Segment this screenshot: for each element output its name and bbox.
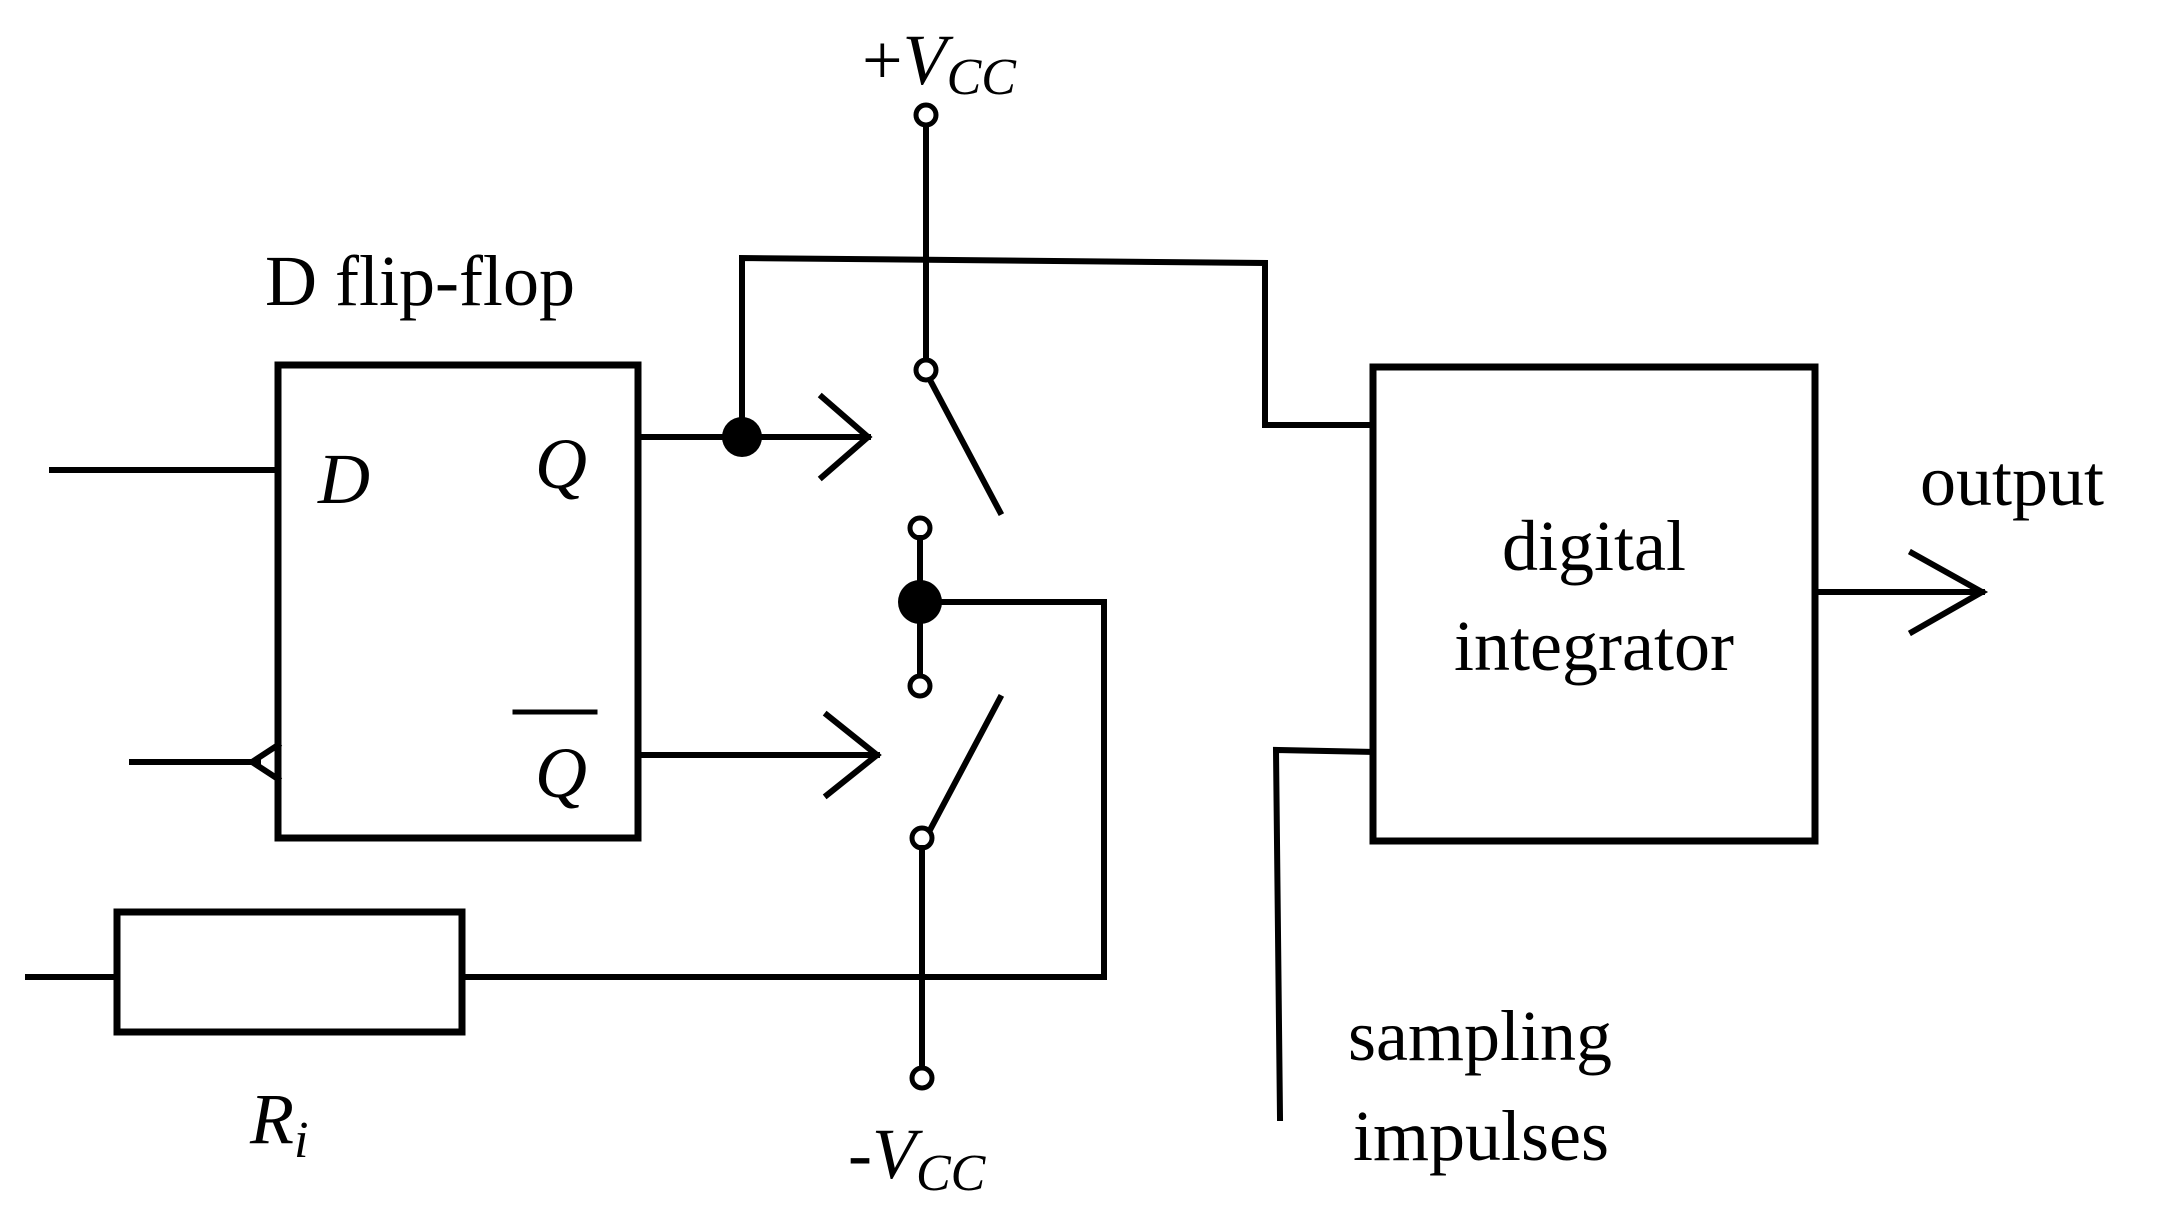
feedback-to-resistor-wire [462, 599, 1107, 980]
digital-integrator-block [1369, 363, 1819, 845]
upper-switch-blade [925, 375, 1005, 517]
resistor-ri [113, 908, 466, 1036]
clock-triangle-marker [246, 740, 283, 784]
output-label: output [1920, 441, 2104, 521]
sampling-input-wire [1272, 746, 1377, 1122]
d-input-label: D [317, 439, 370, 519]
resistor-label: Ri [249, 1079, 308, 1169]
integrator-label-line2: integrator [1454, 606, 1734, 686]
vcc-minus-terminal [909, 1065, 935, 1091]
flipflop-title: D flip-flop [265, 241, 575, 321]
vcc-plus-label: +VCC [862, 20, 1017, 106]
q-to-integrator-wire [739, 254, 1376, 440]
upper-switch-pivot [913, 357, 939, 383]
integrator-label-line1: digital [1502, 506, 1686, 586]
d-flip-flop-block [274, 361, 642, 842]
q-output-label: Q [535, 424, 587, 504]
vcc-minus-label: -VCC [848, 1114, 987, 1202]
middle-lower-contact [907, 673, 933, 699]
vcc-plus-terminal [913, 102, 939, 128]
output-arrow-head [1907, 548, 1989, 637]
q-arrow-head [817, 392, 873, 482]
qbar-output-label: Q [535, 733, 587, 813]
qbar-arrow-head [822, 710, 882, 800]
sampling-label-line1: sampling [1348, 996, 1612, 1076]
lower-switch-blade [925, 693, 1005, 835]
sampling-label-line2: impulses [1353, 1096, 1609, 1176]
